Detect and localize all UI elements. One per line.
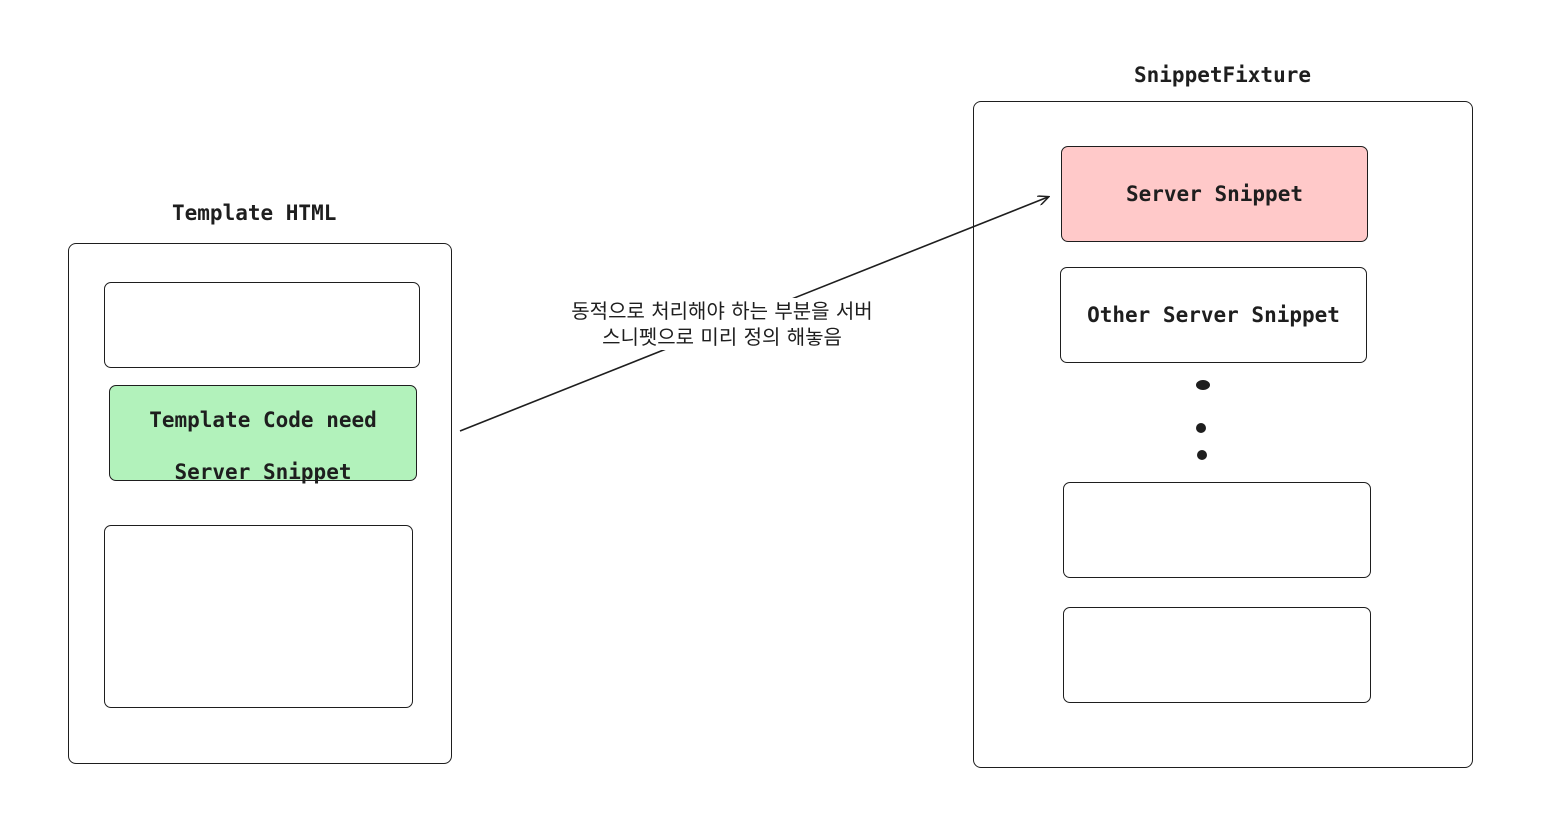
other-server-snippet-box: Other Server Snippet [1060,267,1367,363]
ellipsis-dot-2 [1196,423,1206,433]
ellipsis-dot-1 [1196,380,1210,390]
template-code-box: Template Code need Server Snippet [109,385,417,484]
annotation-line-1: 동적으로 처리해야 하는 부분을 서버 [571,299,873,323]
other-server-snippet-label: Other Server Snippet [1087,303,1340,327]
template-code-label: Template Code need Server Snippet [149,408,377,484]
snippet-fixture-container [973,101,1473,768]
template-html-container [68,243,452,764]
ellipsis-dot-3 [1197,450,1207,460]
snippet-fixture-title: SnippetFixture [1134,63,1312,87]
annotation-line-2: 스니펫으로 미리 정의 해놓음 [602,325,842,349]
server-snippet-box: Server Snippet [1061,146,1368,242]
template-empty-block-top [104,282,420,368]
snippet-empty-block-2 [1063,607,1371,703]
template-html-title: Template HTML [172,201,337,225]
snippet-empty-block-1 [1063,482,1371,578]
server-snippet-label: Server Snippet [1125,182,1303,206]
template-empty-block-bottom [104,525,413,708]
arrow-annotation: 동적으로 처리해야 하는 부분을 서버 스니펫으로 미리 정의 해놓음 [550,298,894,350]
